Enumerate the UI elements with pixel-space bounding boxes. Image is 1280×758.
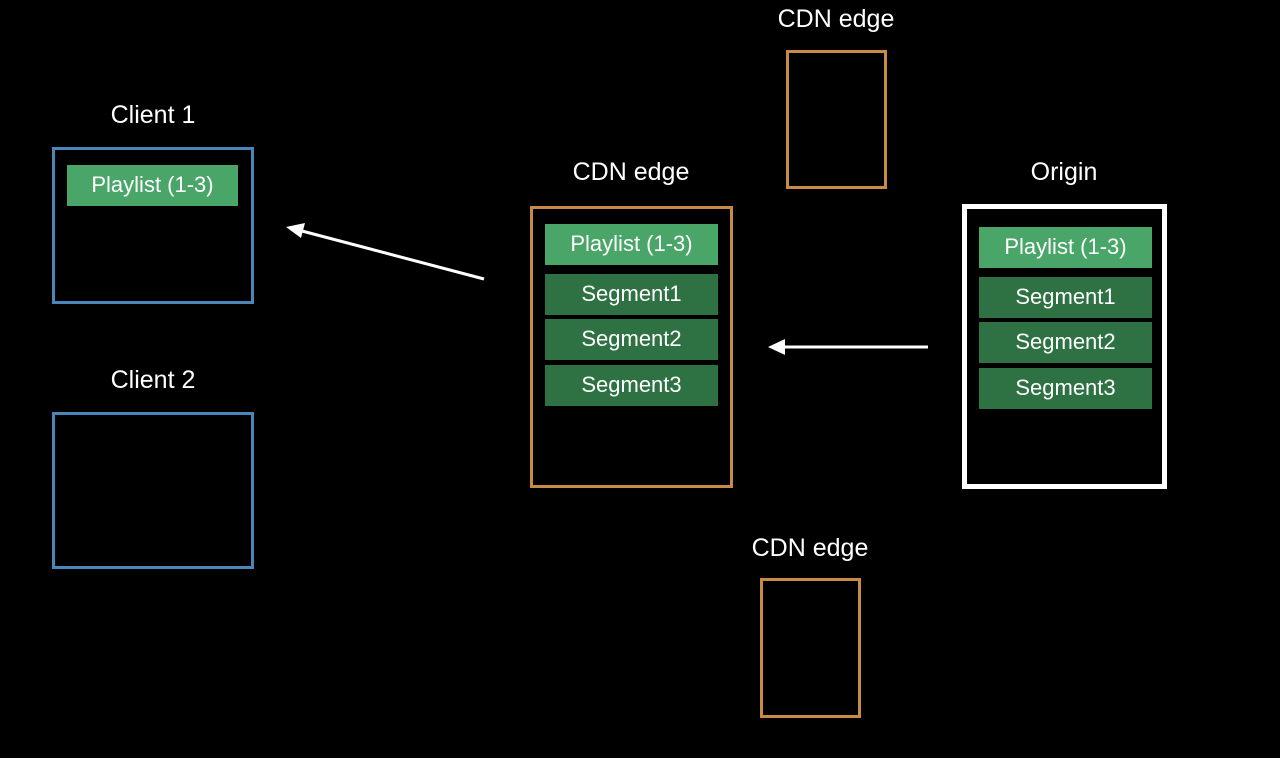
arrow-origin-to-cdn-head [768, 339, 785, 355]
client-1-title: Client 1 [110, 101, 196, 129]
cdn-edge-top-title: CDN edge [777, 5, 895, 33]
origin-playlist: Playlist (1-3) [979, 227, 1152, 268]
cdn-edge-center-segment-2: Segment2 [545, 319, 718, 360]
cdn-edge-bottom-box [760, 578, 861, 718]
arrow-origin-to-cdn [768, 339, 928, 355]
cdn-edge-center-playlist: Playlist (1-3) [545, 224, 718, 265]
cdn-edge-center-segment-1: Segment1 [545, 274, 718, 315]
client-1-playlist: Playlist (1-3) [67, 165, 238, 206]
client-2-box [52, 412, 254, 569]
cdn-edge-top-box [786, 50, 887, 189]
arrow-cdn-to-client-1-head [286, 223, 305, 238]
cdn-edge-bottom-title: CDN edge [751, 534, 869, 562]
client-2-title: Client 2 [110, 366, 196, 394]
origin-box: Playlist (1-3) Segment1 Segment2 Segment… [962, 204, 1167, 489]
origin-segment-1: Segment1 [979, 277, 1152, 318]
cdn-edge-center-segment-3: Segment3 [545, 365, 718, 406]
origin-segment-3: Segment3 [979, 368, 1152, 409]
client-1-box: Playlist (1-3) [52, 147, 254, 304]
origin-title: Origin [1030, 158, 1098, 186]
arrow-cdn-to-client-1 [286, 223, 485, 281]
origin-segment-2: Segment2 [979, 322, 1152, 363]
arrow-cdn-to-client-1-shaft [301, 229, 485, 281]
cdn-edge-center-title: CDN edge [572, 158, 690, 186]
cdn-edge-center-box: Playlist (1-3) Segment1 Segment2 Segment… [530, 206, 733, 488]
